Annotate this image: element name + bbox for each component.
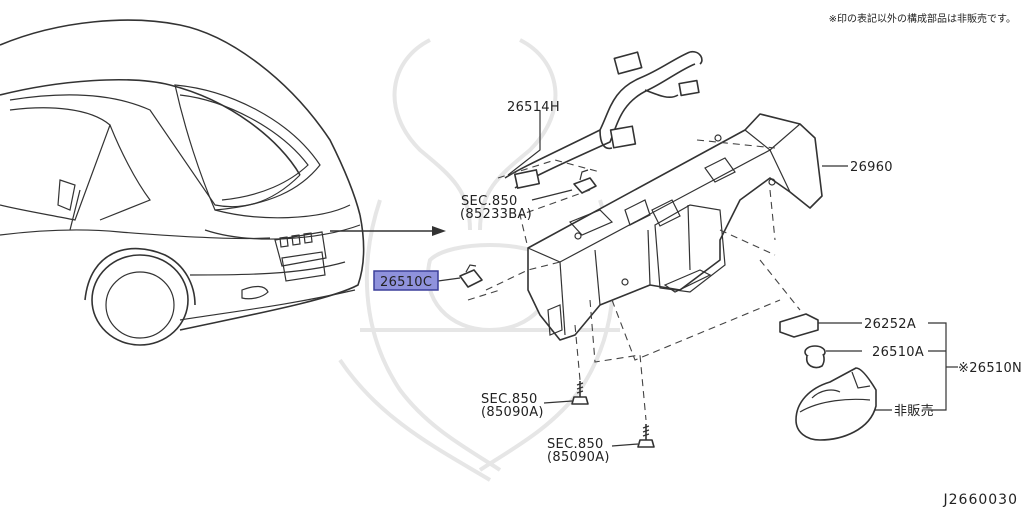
label-sec-mid-b: (85090A) <box>481 405 544 420</box>
bulb-socket <box>779 313 819 338</box>
label-sec-low-b: (85090A) <box>547 450 610 465</box>
finisher-panel <box>527 113 823 341</box>
note-top: ※印の表記以外の構成部品は非販売です。 <box>829 12 1016 25</box>
pointer-arrow <box>330 226 446 236</box>
highlight-box <box>373 270 439 291</box>
wire-harness <box>504 50 703 189</box>
label-26252a: 26252A <box>864 317 916 332</box>
label-26510c: 26510C <box>380 275 432 290</box>
bulb <box>804 345 826 369</box>
label-not-sold: 非販売 <box>894 403 934 419</box>
clip-26510c <box>459 264 483 288</box>
screw-low <box>637 424 655 448</box>
leader-lines <box>437 110 958 447</box>
diagram-code: J2660030 <box>943 492 1018 508</box>
label-sec-mid-a: SEC.850 <box>481 392 538 407</box>
label-sec-upper-a: SEC.850 <box>461 194 518 209</box>
screw-mid <box>571 381 589 405</box>
lamp-housing <box>795 367 877 441</box>
label-26960: 26960 <box>850 160 893 175</box>
label-26510n: ※26510N <box>958 361 1022 376</box>
label-26510a: 26510A <box>872 345 924 360</box>
reference-lines <box>467 139 801 421</box>
clip-upper <box>573 169 597 194</box>
label-26514h: 26514H <box>507 100 560 115</box>
car-illustration <box>0 19 365 346</box>
label-sec-low-a: SEC.850 <box>547 437 604 452</box>
label-sec-upper-b: (85233BA) <box>460 207 532 222</box>
